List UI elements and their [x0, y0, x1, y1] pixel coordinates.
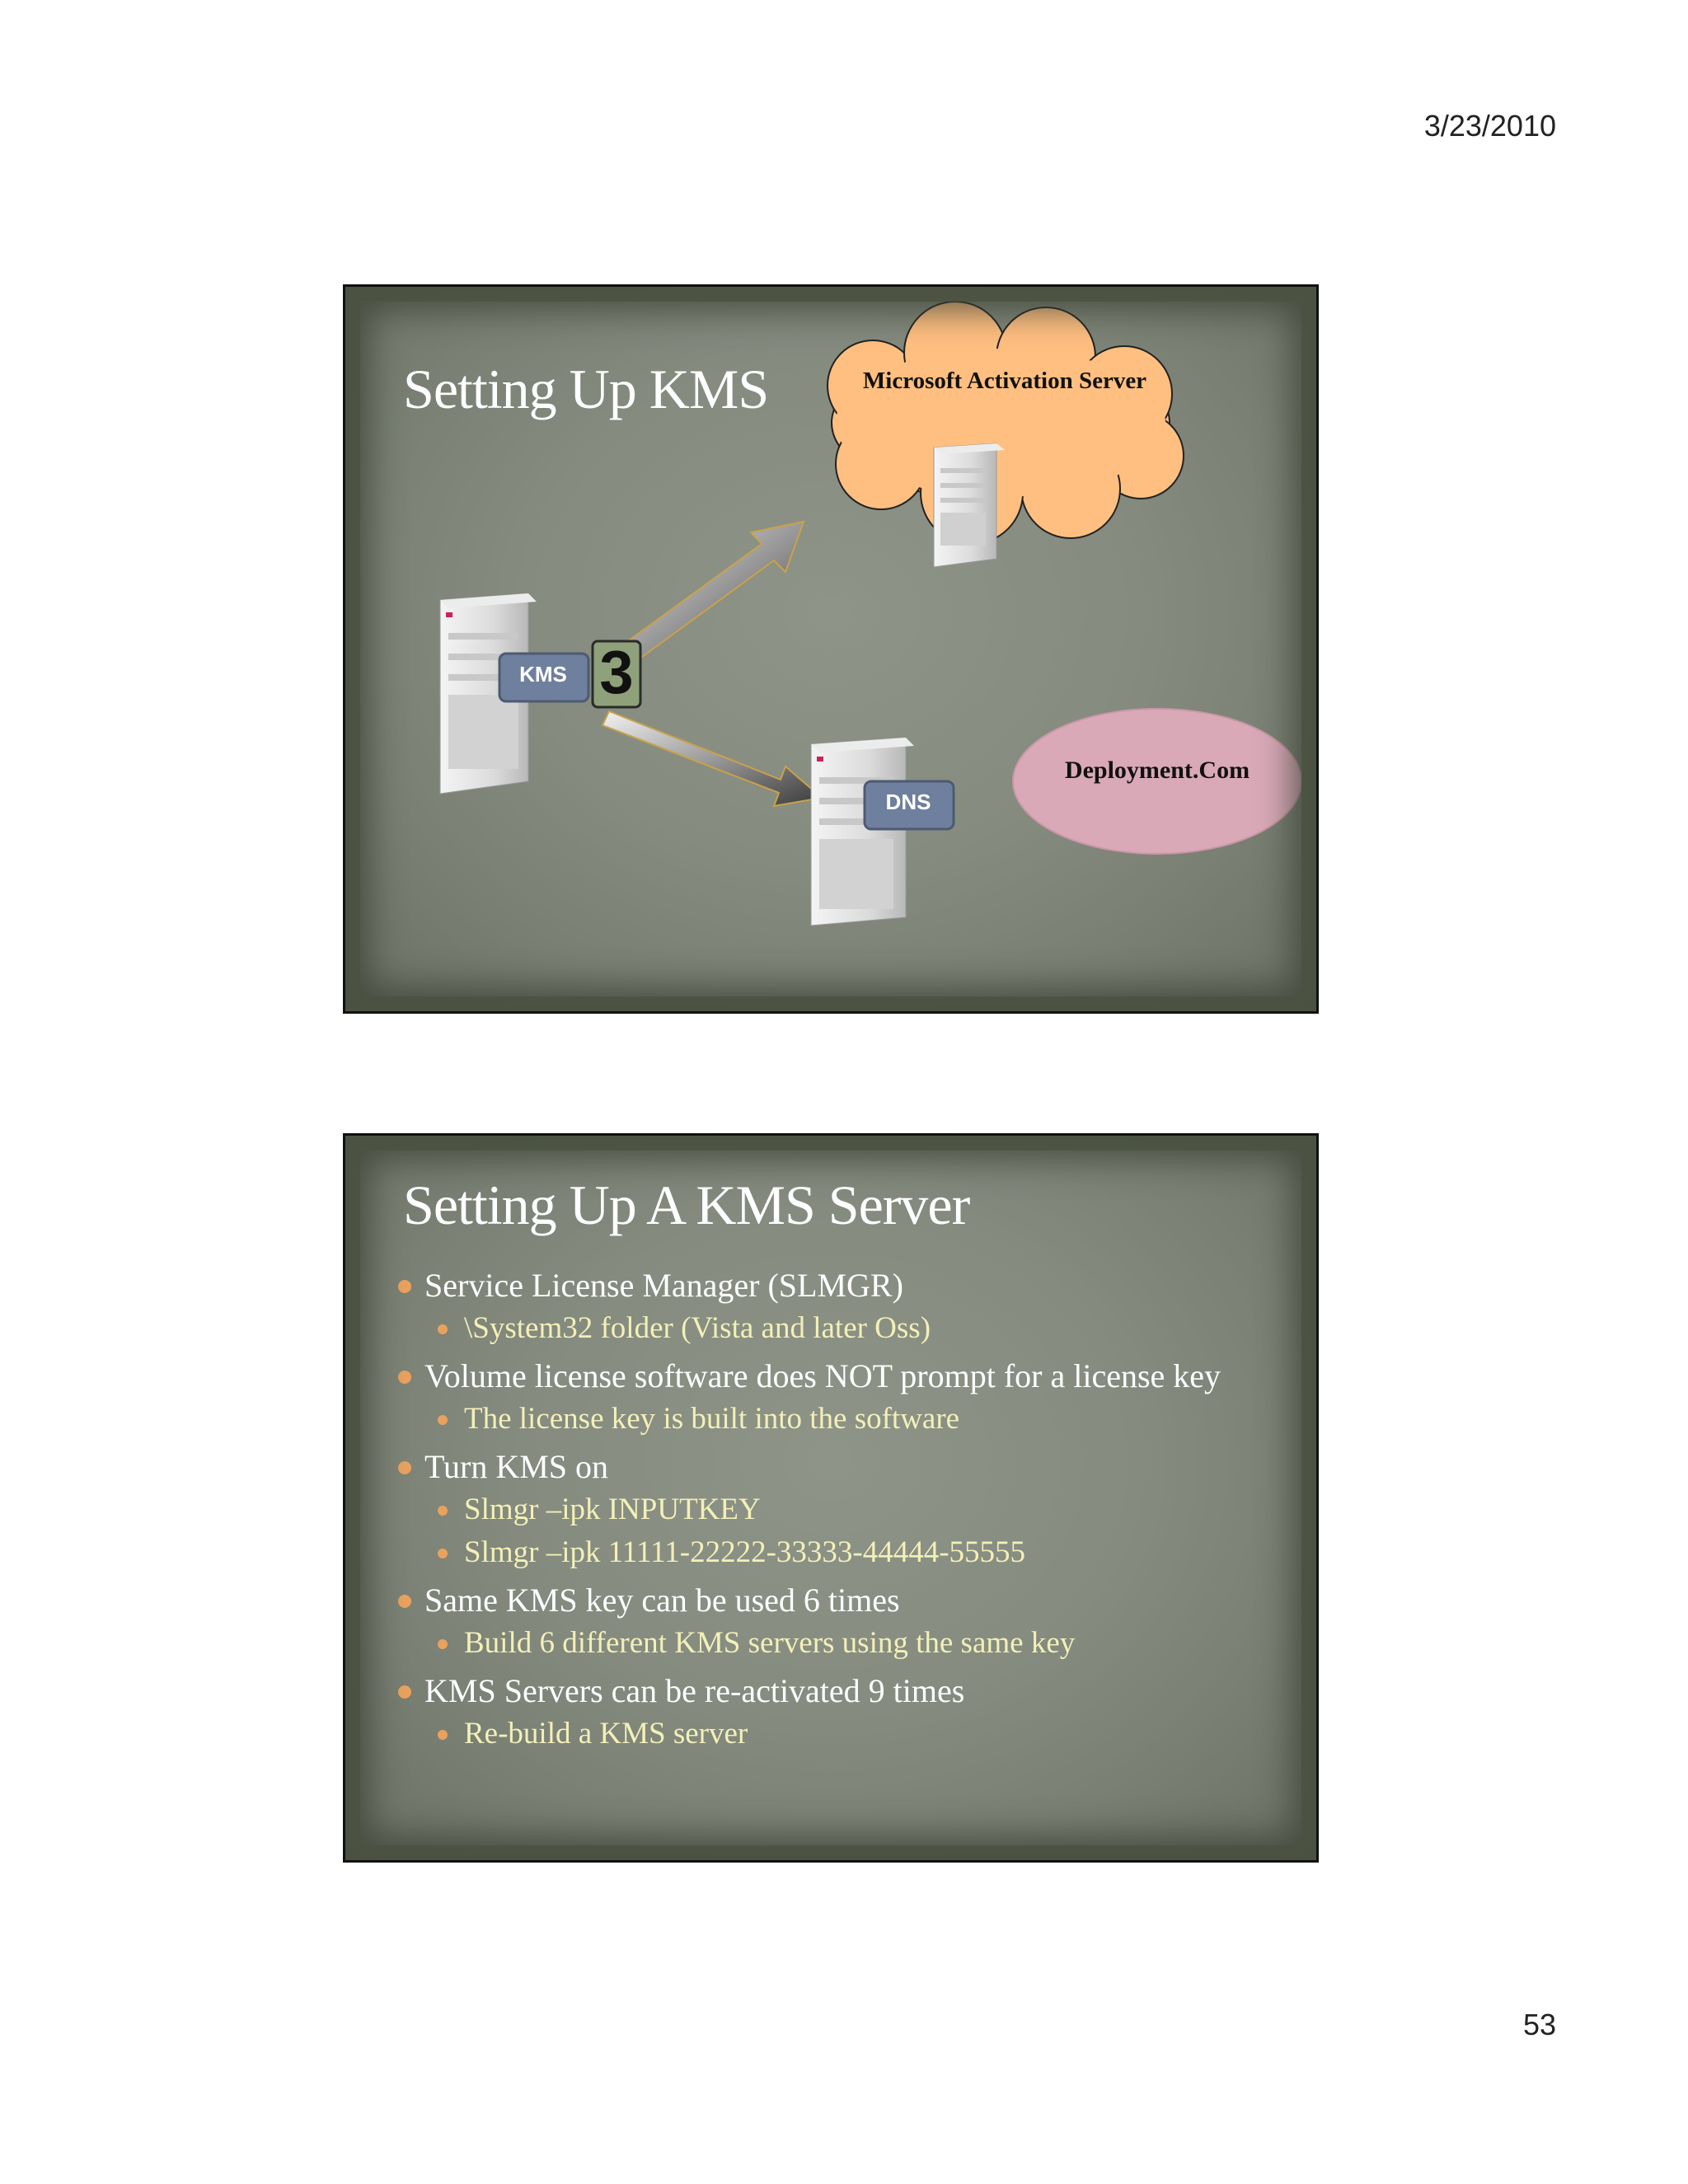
step-number-box	[591, 640, 642, 709]
bullet-list: Service License Manager (SLMGR) \System3…	[395, 1259, 1277, 1755]
activation-server-icon	[933, 443, 1005, 568]
kms-diagram	[439, 301, 1302, 926]
slide-setting-up-kms-server: Setting Up A KMS Server Service License …	[343, 1133, 1319, 1863]
kms-server-icon	[439, 593, 537, 794]
sub-bullet-item: Re-build a KMS server	[395, 1713, 1277, 1755]
dns-label-box	[863, 780, 955, 831]
bullet-item: Same KMS key can be used 6 times	[395, 1579, 1277, 1622]
sub-bullet-item: \System32 folder (Vista and later Oss)	[395, 1307, 1277, 1350]
arrow-to-dns	[601, 710, 824, 808]
page-date: 3/23/2010	[1423, 109, 1556, 143]
sub-bullet-item: Slmgr –ipk INPUTKEY	[395, 1488, 1277, 1531]
bullet-item: Turn KMS on	[395, 1446, 1277, 1488]
bullet-item: KMS Servers can be re-activated 9 times	[395, 1670, 1277, 1713]
sub-bullet-item: Slmgr –ipk 11111-22222-33333-44444-55555	[395, 1531, 1277, 1574]
slide-setting-up-kms: Setting Up KMS Microsoft Activation Serv…	[343, 284, 1319, 1014]
sub-bullet-item: The license key is built into the softwa…	[395, 1398, 1277, 1441]
dns-server-icon	[810, 737, 914, 926]
slide-title: Setting Up KMS	[403, 358, 769, 420]
page-number: 53	[1522, 2008, 1556, 2041]
arrow-to-activation-server	[606, 520, 805, 674]
step-number: 3	[599, 638, 634, 706]
bullet-item: Service License Manager (SLMGR)	[395, 1264, 1277, 1307]
kms-label: KMS	[519, 662, 567, 687]
deployment-ellipse	[1012, 708, 1302, 855]
cloud-label: Microsoft Activation Server	[862, 368, 1147, 394]
dns-label: DNS	[885, 790, 931, 814]
sub-bullet-item: Build 6 different KMS servers using the …	[395, 1622, 1277, 1665]
kms-label-box	[498, 652, 590, 703]
bullet-item: Volume license software does NOT prompt …	[395, 1355, 1277, 1398]
slide-title: Setting Up A KMS Server	[403, 1174, 970, 1236]
cloud-shape	[827, 301, 1184, 545]
ellipse-label: Deployment.Com	[1064, 757, 1250, 784]
